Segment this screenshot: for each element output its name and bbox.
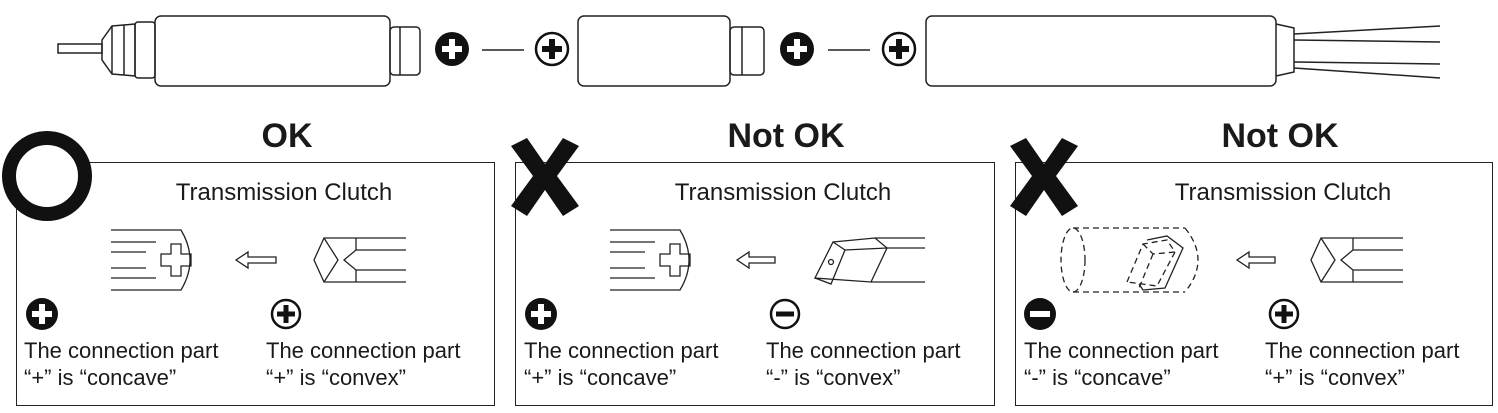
verdict-heading: Not OK <box>1221 117 1339 155</box>
caption-right: The connection part “+” is “convex” <box>1265 337 1459 391</box>
handpiece-nose <box>101 23 136 77</box>
plus-outline-icon <box>270 298 302 330</box>
minus-outline-icon <box>769 298 801 330</box>
left-arrow-icon <box>234 250 277 270</box>
left-arrow-icon <box>1235 250 1276 270</box>
plus-filled-icon <box>525 298 557 330</box>
caption-left: The connection part “-” is “concave” <box>1024 337 1218 391</box>
concave-minus-part <box>1060 227 1199 293</box>
panel-title: Transmission Clutch <box>674 179 892 206</box>
motor-body <box>925 15 1277 87</box>
panel-frame <box>1015 162 1493 406</box>
caption-line: “+” is “concave” <box>24 365 177 390</box>
caption-left: The connection part “+” is “concave” <box>24 337 218 391</box>
plus-outline-icon <box>1268 298 1300 330</box>
convex-plus-part <box>1310 237 1403 283</box>
caption-line: “+” is “convex” <box>1265 365 1405 390</box>
panel-frame <box>515 162 995 406</box>
handpiece-connector <box>389 26 421 76</box>
connection-illustration <box>1060 227 1403 293</box>
panel-frame <box>16 162 495 406</box>
convex-minus-part <box>813 237 888 283</box>
bur-shaft <box>57 43 103 54</box>
caption-right: The connection part “+” is “convex” <box>266 337 460 391</box>
caption-left: The connection part “+” is “concave” <box>524 337 718 391</box>
panel-title: Transmission Clutch <box>1174 179 1392 206</box>
handpiece-collar <box>134 21 156 79</box>
plus-filled-icon <box>435 32 469 66</box>
caption-line: The connection part <box>524 338 719 363</box>
verdict-heading: Not OK <box>727 117 845 155</box>
concave-plus-part <box>610 229 690 291</box>
caption-line: The connection part <box>266 338 461 363</box>
ok-circle-icon <box>2 131 92 221</box>
plus-outline-icon <box>881 31 917 67</box>
verdict-heading: OK <box>261 117 313 155</box>
adapter-body <box>577 15 731 87</box>
left-arrow-icon <box>735 250 776 270</box>
not-ok-cross-icon <box>1010 138 1078 216</box>
caption-line: The connection part <box>766 338 961 363</box>
plus-filled-icon <box>780 32 814 66</box>
caption-line: “-” is “convex” <box>766 365 901 390</box>
minus-filled-icon <box>1024 298 1056 330</box>
caption-line: “-” is “concave” <box>1024 365 1171 390</box>
device-strip <box>57 15 1441 87</box>
plus-outline-icon <box>534 31 570 67</box>
panel-title: Transmission Clutch <box>175 179 393 206</box>
caption-line: The connection part <box>1265 338 1460 363</box>
plus-filled-icon <box>26 298 58 330</box>
caption-line: The connection part <box>1024 338 1219 363</box>
concave-plus-part <box>111 229 191 291</box>
caption-line: The connection part <box>24 338 219 363</box>
caption-line: “+” is “convex” <box>266 365 406 390</box>
connection-illustration <box>610 229 925 291</box>
caption-line: “+” is “concave” <box>524 365 677 390</box>
handpiece-body <box>154 15 391 87</box>
motor-tail <box>1275 23 1295 77</box>
not-ok-cross-icon <box>511 138 579 216</box>
caption-right: The connection part “-” is “convex” <box>766 337 960 391</box>
convex-plus-part <box>313 237 406 283</box>
connection-illustration <box>111 229 406 291</box>
adapter-connector <box>729 26 765 76</box>
